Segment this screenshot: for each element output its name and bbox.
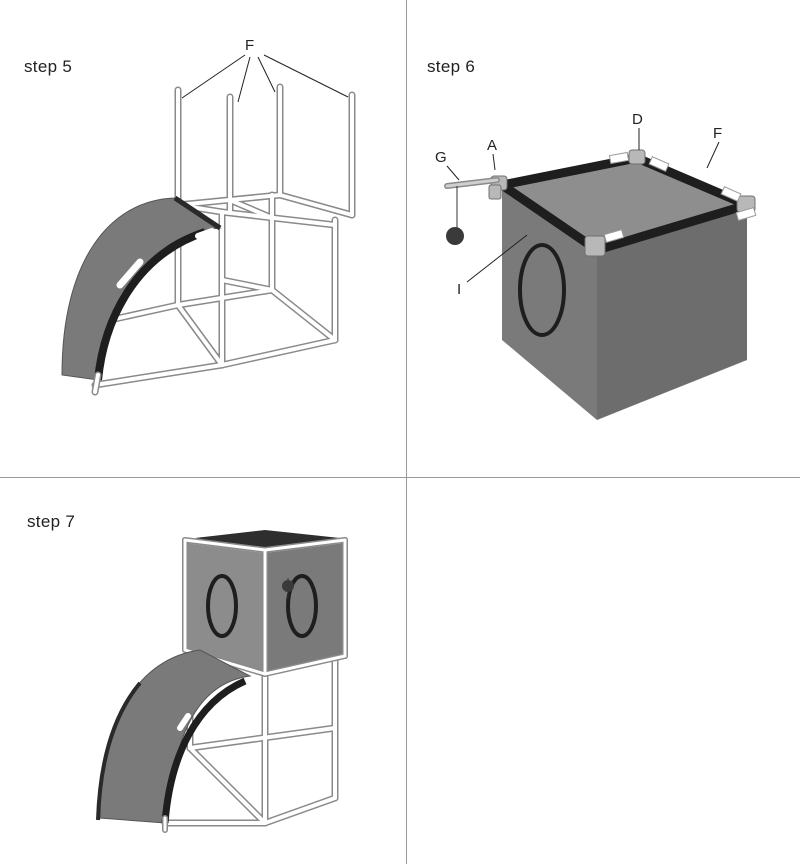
label-d: D [632, 111, 643, 128]
panel-step-6: step 6 [407, 0, 800, 477]
label-f: F [713, 125, 722, 142]
panel-step-5: step 5 [0, 0, 406, 477]
arched-ramp [62, 198, 220, 392]
step-7-illustration [0, 478, 406, 864]
toy-ball [282, 580, 294, 592]
toy-ball [446, 227, 464, 245]
panel-step-7: step 7 [0, 478, 406, 864]
step-6-illustration: G A D F I [407, 0, 800, 477]
label-a: A [487, 137, 497, 154]
label-g: G [435, 149, 447, 166]
panel-empty [407, 478, 800, 864]
step-5-illustration: F [0, 0, 406, 477]
label-f: F [245, 37, 254, 54]
label-f-callout [182, 55, 348, 102]
fabric-cube [502, 158, 747, 420]
label-i: I [457, 281, 461, 298]
